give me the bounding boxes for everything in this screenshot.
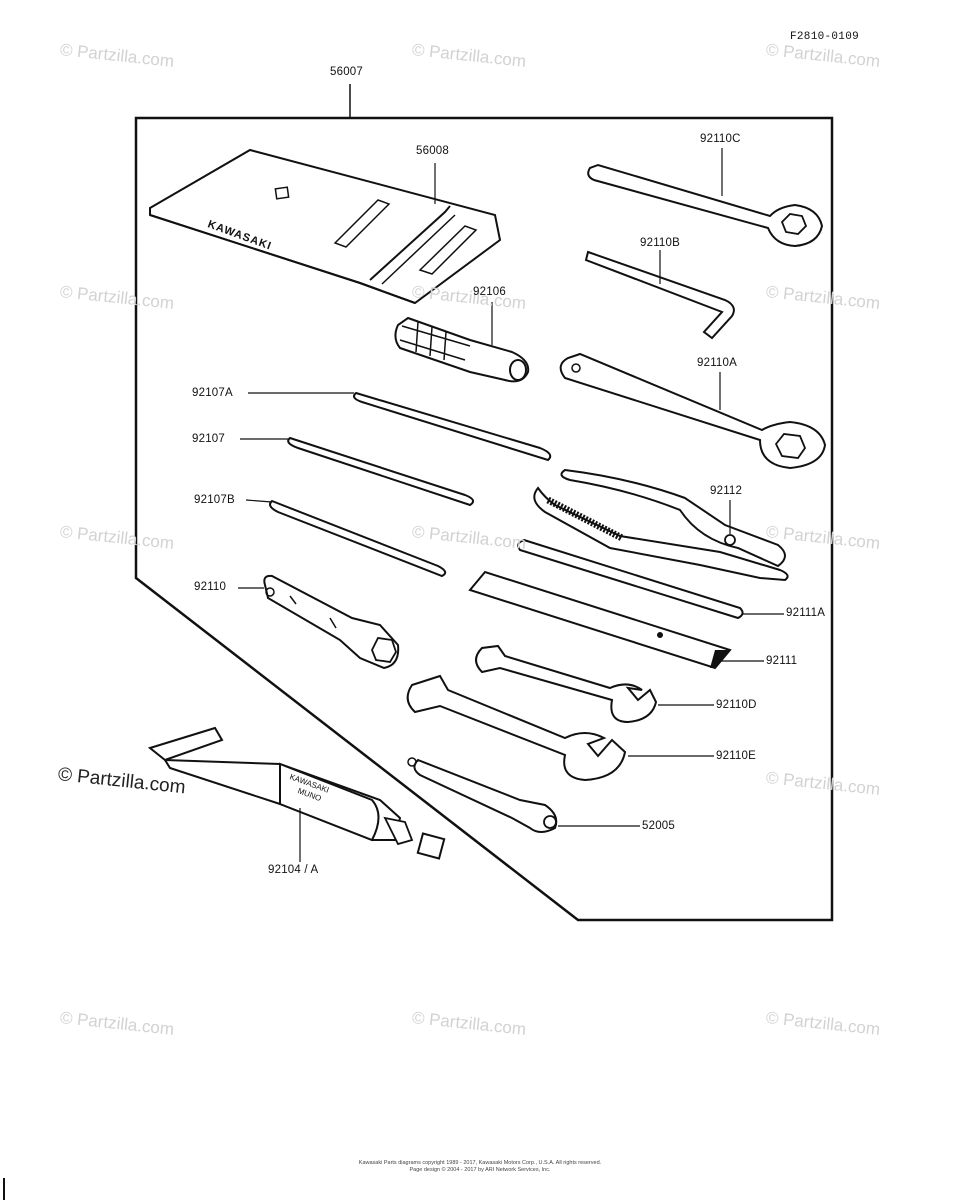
diagram-code: F2810-0109 xyxy=(790,31,860,43)
footer-line-2: Page design © 2004 - 2017 by ARI Network… xyxy=(409,1167,551,1173)
blade-92107-drawing xyxy=(240,436,475,507)
part-label-92111A[interactable]: 92111A xyxy=(786,607,826,619)
tool-bag-drawing xyxy=(149,148,502,305)
part-label-52005[interactable]: 52005 xyxy=(642,820,675,832)
part-label-92106[interactable]: 92106 xyxy=(473,286,506,298)
part-label-92110B[interactable]: 92110B xyxy=(640,237,680,249)
part-label-92110C[interactable]: 92110C xyxy=(700,133,741,145)
blade-92107A-drawing xyxy=(248,391,552,462)
part-label-92112[interactable]: 92112 xyxy=(710,485,743,497)
part-label-92110[interactable]: 92110 xyxy=(194,581,227,593)
part-label-92110E[interactable]: 92110E xyxy=(716,750,756,762)
part-label-92110D[interactable]: 92110D xyxy=(716,699,757,711)
bar-92111A-drawing xyxy=(517,538,784,620)
footer-copyright: Kawasaki Parts diagrams copyright 1989 -… xyxy=(280,1160,680,1174)
hexkey-92110B-drawing xyxy=(584,250,735,340)
part-label-56007[interactable]: 56007 xyxy=(330,66,363,78)
tool-52005-drawing xyxy=(407,757,640,833)
part-label-92110A[interactable]: 92110A xyxy=(697,357,737,369)
handle-92106-drawing xyxy=(394,302,530,383)
socket-92110-drawing xyxy=(238,574,400,670)
bar-92111-drawing xyxy=(468,570,764,670)
part-label-92104A[interactable]: 92104 / A xyxy=(268,864,319,876)
part-label-92107[interactable]: 92107 xyxy=(192,433,225,445)
tube-92104-drawing xyxy=(147,726,446,862)
pliers-92112-drawing xyxy=(533,468,789,582)
wrench-92110C-drawing xyxy=(587,148,824,248)
wrench-92110D-drawing xyxy=(475,644,714,724)
wrench-92110E-drawing xyxy=(406,674,714,782)
blade-92107B-drawing xyxy=(245,499,447,578)
footer-line-1: Kawasaki Parts diagrams copyright 1989 -… xyxy=(358,1160,602,1166)
part-label-56008[interactable]: 56008 xyxy=(416,145,449,157)
part-label-92111[interactable]: 92111 xyxy=(766,655,798,667)
spanner-92110A-drawing xyxy=(559,352,827,470)
part-label-92107B[interactable]: 92107B xyxy=(194,494,235,506)
part-label-92107A[interactable]: 92107A xyxy=(192,387,233,399)
kit-frame-outline xyxy=(134,116,834,922)
